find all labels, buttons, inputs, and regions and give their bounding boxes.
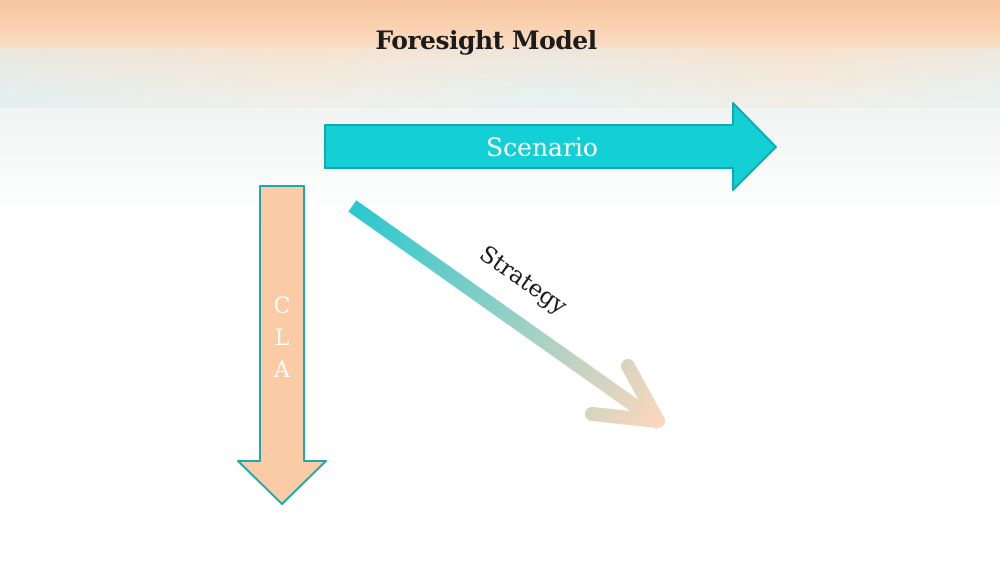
strategy-arrow-head (585, 359, 665, 428)
slide-title: Foresight Model (375, 26, 597, 55)
cla-arrow: C L A (237, 185, 327, 505)
scenario-arrow-label: Scenario (486, 133, 598, 162)
background-gradient (0, 0, 1000, 230)
background-haze (0, 48, 1000, 108)
cla-letter-c: C (274, 294, 291, 319)
cla-arrow-shape (237, 185, 327, 505)
scenario-arrow: Scenario (324, 102, 777, 191)
scenario-arrow-shape (324, 102, 777, 191)
cla-letter-a: A (273, 358, 291, 383)
strategy-arrow: Strategy (348, 200, 665, 430)
cla-letter-l: L (275, 326, 290, 351)
strategy-arrow-shaft (348, 200, 665, 430)
